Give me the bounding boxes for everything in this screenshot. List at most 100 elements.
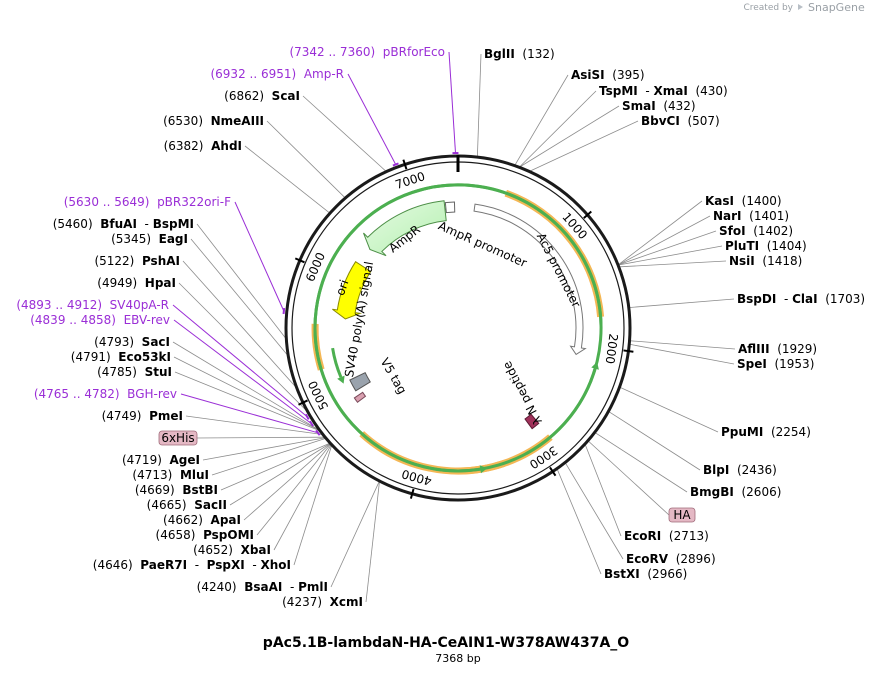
enzyme-connector bbox=[618, 200, 703, 265]
site-position: - bbox=[245, 558, 261, 572]
enzyme-site-label[interactable]: AsiSI (395) bbox=[571, 68, 645, 82]
enzyme-site-label[interactable]: (5345) EagI bbox=[111, 232, 188, 246]
site-position: (4665) bbox=[147, 498, 195, 512]
orange-band bbox=[359, 431, 506, 475]
enzyme-connector bbox=[477, 53, 482, 157]
enzyme-name: ApaI bbox=[211, 513, 241, 527]
primer-connector bbox=[347, 73, 397, 165]
site-position: (2606) bbox=[734, 485, 782, 499]
primer-binding-mark bbox=[304, 413, 310, 420]
enzyme-site-label[interactable]: EcoRV (2896) bbox=[626, 552, 716, 566]
site-position: (4785) bbox=[97, 365, 145, 379]
primer-connector bbox=[234, 201, 285, 312]
enzyme-name: HpaI bbox=[145, 276, 176, 290]
enzyme-site-label[interactable]: (4791) Eco53kI bbox=[71, 350, 171, 364]
site-position: (1418) bbox=[755, 254, 803, 268]
enzyme-site-label[interactable]: KasI (1400) bbox=[705, 194, 782, 208]
lambda-n-label: λ N peptide bbox=[500, 359, 545, 427]
plasmid-title: pAc5.1B-lambdaN-HA-CeAIN1-W378AW437A_O bbox=[263, 635, 629, 651]
enzyme-connector bbox=[365, 482, 380, 603]
tag-box[interactable] bbox=[668, 507, 696, 523]
enzyme-site-label[interactable]: PluTI (1404) bbox=[725, 239, 807, 253]
primer-label[interactable]: (7342 .. 7360) pBRforEco bbox=[289, 45, 445, 59]
enzyme-site-label[interactable]: (4658) PspOMI bbox=[156, 528, 254, 542]
primer-label[interactable]: (4839 .. 4858) EBV-rev bbox=[30, 313, 170, 327]
enzyme-site-label[interactable]: PpuMI (2254) bbox=[721, 425, 811, 439]
enzyme-site-label[interactable]: (4662) ApaI bbox=[163, 513, 241, 527]
enzyme-site-label[interactable]: (6862) ScaI bbox=[224, 89, 300, 103]
primer-label[interactable]: (6932 .. 6951) Amp-R bbox=[210, 67, 344, 81]
enzyme-connector bbox=[244, 145, 330, 213]
enzyme-name: BlpI bbox=[703, 463, 729, 477]
enzyme-site-label[interactable]: (4240) BsaAI - PmlI bbox=[197, 580, 328, 594]
enzyme-connector bbox=[185, 415, 322, 435]
enzyme-site-label[interactable]: (4719) AgeI bbox=[122, 453, 200, 467]
enzyme-site-label[interactable]: (4793) SacI bbox=[94, 335, 170, 349]
enzyme-site-label[interactable]: SpeI (1953) bbox=[737, 357, 814, 371]
tag-connector bbox=[588, 441, 670, 516]
enzyme-site-label[interactable]: SfoI (1402) bbox=[719, 224, 793, 238]
tick-mark bbox=[402, 159, 408, 170]
primer-label[interactable]: (4765 .. 4782) BGH-rev bbox=[34, 387, 177, 401]
enzyme-name: BfuAI bbox=[100, 217, 137, 231]
primer-connector bbox=[180, 393, 319, 434]
enzyme-connector bbox=[330, 481, 380, 588]
enzyme-site-label[interactable]: (6530) NmeAIII bbox=[163, 114, 264, 128]
enzyme-site-label[interactable]: SmaI (432) bbox=[622, 99, 696, 113]
enzyme-site-label[interactable]: (4669) BstBI bbox=[135, 483, 218, 497]
enzyme-connector bbox=[585, 444, 622, 537]
enzyme-site-label[interactable]: BspDI - ClaI (1703) bbox=[737, 292, 865, 306]
enzyme-site-label[interactable]: (5122) PshAI bbox=[94, 254, 180, 268]
enzyme-name: AflIII bbox=[738, 342, 770, 356]
enzyme-site-label[interactable]: BmgBI (2606) bbox=[690, 485, 781, 499]
created-by-text: Created by bbox=[743, 3, 793, 13]
site-position: (2966) bbox=[640, 567, 688, 581]
enzyme-connector bbox=[620, 387, 719, 433]
primer-binding-mark bbox=[315, 429, 321, 436]
enzyme-site-label[interactable]: (4665) SacII bbox=[147, 498, 227, 512]
enzyme-connector bbox=[273, 445, 332, 551]
lambda-n-peptide-shape bbox=[524, 413, 540, 430]
enzyme-connector bbox=[172, 341, 318, 430]
site-position: (4652) bbox=[193, 543, 241, 557]
site-position: (2436) bbox=[729, 463, 777, 477]
primer-label[interactable]: (5630 .. 5649) pBR322ori-F bbox=[64, 195, 231, 209]
enzyme-site-label[interactable]: (5460) BfuAI - BspMI bbox=[53, 217, 194, 231]
enzyme-site-label[interactable]: NarI (1401) bbox=[713, 209, 789, 223]
enzyme-name: SmaI bbox=[622, 99, 656, 113]
tick-label: 2000 bbox=[603, 333, 621, 365]
site-position: - bbox=[638, 84, 654, 98]
primer-label[interactable]: (4893 .. 4912) SV40pA-R bbox=[16, 298, 169, 312]
enzyme-name: BbvCI bbox=[641, 114, 680, 128]
enzyme-site-label[interactable]: NsiI (1418) bbox=[729, 254, 802, 268]
enzyme-site-label[interactable]: (6382) AhdI bbox=[164, 139, 242, 153]
enzyme-site-label[interactable]: AflIII (1929) bbox=[738, 342, 817, 356]
tick-mark bbox=[298, 399, 308, 406]
enzyme-site-label[interactable]: (4749) PmeI bbox=[102, 409, 183, 423]
enzyme-site-label[interactable]: BbvCI (507) bbox=[641, 114, 720, 128]
enzyme-site-label[interactable]: (4949) HpaI bbox=[97, 276, 176, 290]
enzyme-site-label[interactable]: TspMI - XmaI (430) bbox=[599, 84, 728, 98]
enzyme-site-label[interactable]: (4785) StuI bbox=[97, 365, 172, 379]
tag-box[interactable] bbox=[158, 430, 198, 446]
tick-mark bbox=[623, 349, 634, 353]
enzyme-name: AhdI bbox=[211, 139, 242, 153]
enzyme-connector bbox=[530, 120, 639, 172]
enzyme-connector bbox=[190, 238, 288, 355]
enzyme-site-label[interactable]: (4646) PaeR7I - PspXI - XhoI bbox=[93, 558, 291, 572]
site-position: - bbox=[187, 558, 207, 572]
enzyme-site-label[interactable]: BglII (132) bbox=[484, 47, 555, 61]
primer-connector bbox=[448, 51, 456, 154]
ori-label: ori bbox=[333, 278, 351, 297]
enzyme-site-label[interactable]: (4713) MluI bbox=[132, 468, 209, 482]
enzyme-site-label[interactable]: (4237) XcmI bbox=[282, 595, 363, 609]
enzyme-name: BstXI bbox=[604, 567, 640, 581]
enzyme-site-label[interactable]: BlpI (2436) bbox=[703, 463, 777, 477]
sv40-polya-shape bbox=[349, 371, 371, 392]
enzyme-site-label[interactable]: BstXI (2966) bbox=[604, 567, 687, 581]
enzyme-site-label[interactable]: EcoRI (2713) bbox=[624, 529, 709, 543]
v5-tag-label: V5 tag bbox=[378, 355, 410, 396]
enzyme-site-label[interactable]: (4652) XbaI bbox=[193, 543, 271, 557]
